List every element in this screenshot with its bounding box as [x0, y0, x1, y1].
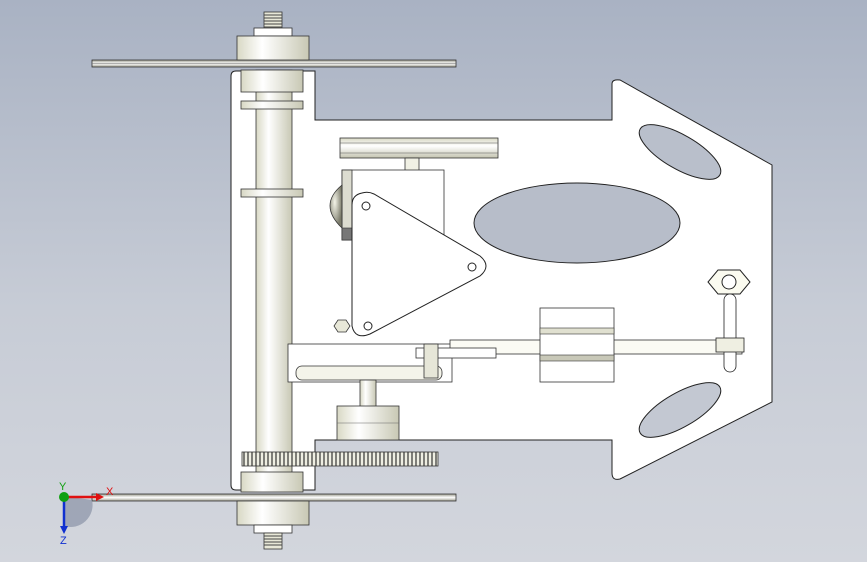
- x-axis-label: X: [106, 486, 114, 498]
- pulley[interactable]: [339, 137, 499, 173]
- center-slot: [473, 182, 681, 264]
- z-arrowhead: [60, 526, 68, 534]
- bottom-hub[interactable]: [236, 500, 310, 526]
- upper-slot: [638, 124, 722, 180]
- y-axis-label: Y: [59, 481, 67, 493]
- chassis-plate[interactable]: [230, 70, 773, 491]
- hex-nut[interactable]: [707, 269, 751, 373]
- y-axis-dot: [59, 492, 69, 502]
- top-hub[interactable]: [236, 35, 310, 61]
- bottom-screw[interactable]: [253, 524, 293, 550]
- top-wheel[interactable]: [91, 59, 457, 68]
- drive-axle[interactable]: [240, 69, 304, 493]
- lower-slot: [638, 382, 722, 438]
- x-arrowhead: [96, 493, 104, 501]
- triangle-link[interactable]: [333, 191, 487, 337]
- z-axis-label: Z: [60, 535, 67, 547]
- spur-gear[interactable]: [241, 451, 439, 467]
- slider-block[interactable]: [539, 307, 615, 383]
- top-screw[interactable]: [253, 11, 293, 37]
- coordinate-triad: X Y Z: [59, 481, 114, 547]
- bottom-wheel[interactable]: [91, 493, 457, 502]
- small-hex-nut: [333, 319, 351, 333]
